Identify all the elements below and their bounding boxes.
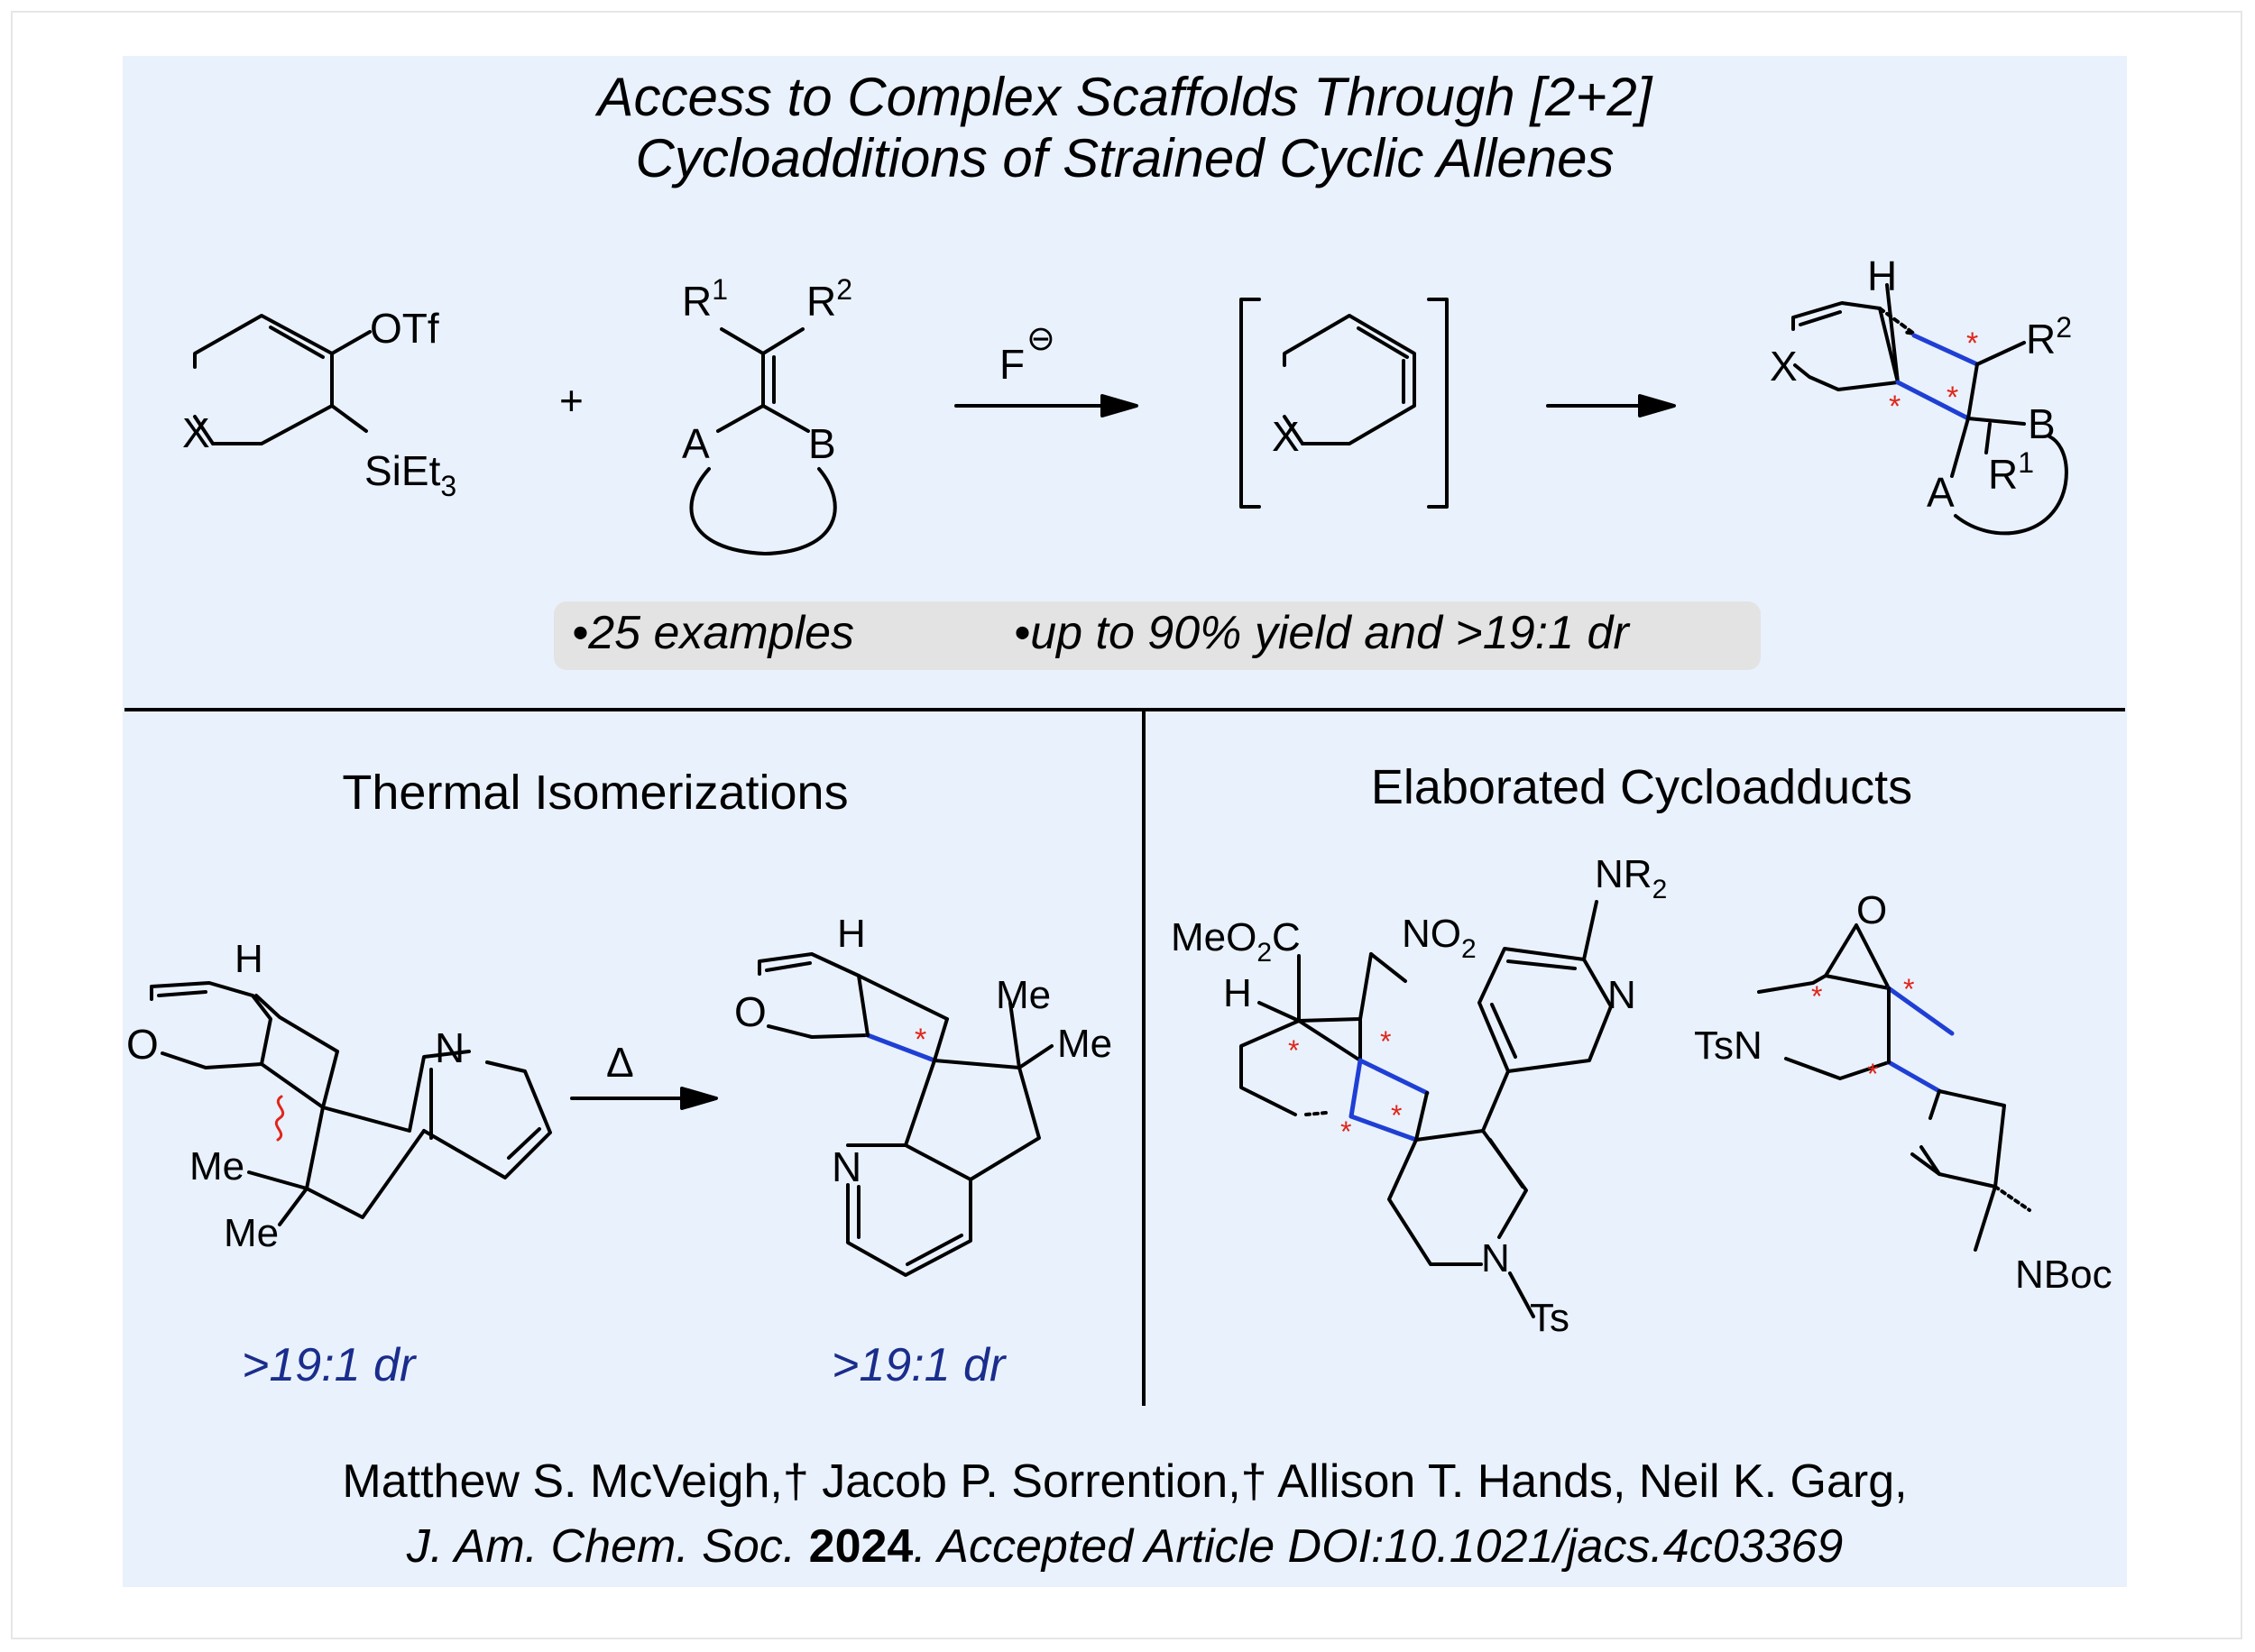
cycloadduct-product: H X R2 B R1 A * * * bbox=[1770, 252, 2072, 536]
thermal-start-molecule: H O N Me Me bbox=[126, 937, 552, 1255]
product-a-label: A bbox=[1927, 469, 1955, 516]
tsn-label: TsN bbox=[1694, 1023, 1763, 1068]
yield-summary: •up to 90% yield and >19:1 dr bbox=[1014, 607, 1629, 659]
stereocenter-marker: * bbox=[1288, 1034, 1299, 1067]
thermal-start-me1: Me bbox=[189, 1144, 244, 1189]
piperidine-n-label: N bbox=[1481, 1236, 1510, 1280]
a-label: A bbox=[682, 420, 710, 467]
fluoride-arrow: F ⊖ bbox=[954, 320, 1138, 418]
r1-label: R1 bbox=[682, 273, 728, 325]
examples-count: •25 examples bbox=[572, 607, 855, 659]
stereocenter-marker: * bbox=[1966, 326, 1978, 361]
nr2-label: NR2 bbox=[1595, 852, 1667, 904]
stereocenter-marker: * bbox=[1867, 1058, 1878, 1090]
stereocenter-marker: * bbox=[1811, 980, 1822, 1013]
thermal-end-me2: Me bbox=[1057, 1022, 1112, 1066]
thermal-end-me1: Me bbox=[996, 973, 1051, 1017]
product-h-label: H bbox=[1867, 252, 1897, 299]
thermal-isomerizations-heading: Thermal Isomerizations bbox=[342, 766, 849, 820]
r2-label: R2 bbox=[806, 273, 852, 325]
nboc-label: NBoc bbox=[2015, 1253, 2112, 1297]
elaborated-molecule-2: O TsN NBoc * * * bbox=[1694, 888, 2112, 1297]
mol1-h-label: H bbox=[1223, 971, 1252, 1015]
stereocenter-marker: * bbox=[1903, 973, 1914, 1005]
stereocenter-marker: * bbox=[1340, 1115, 1351, 1148]
stereocenter-marker: * bbox=[915, 1023, 926, 1057]
elaborated-cycloadducts-heading: Elaborated Cycloadducts bbox=[1370, 760, 1913, 814]
thermal-end-n: N bbox=[832, 1143, 861, 1190]
journal-name: J. Am. Chem. Soc. bbox=[406, 1520, 796, 1573]
meo2c-label: MeO2C bbox=[1171, 915, 1301, 968]
otf-label: OTf bbox=[370, 305, 439, 352]
doi-text: . Accepted Article DOI:10.1021/jacs.4c03… bbox=[913, 1520, 1844, 1573]
allene-x-label: X bbox=[1272, 413, 1300, 460]
alkene-partner: R1 R2 A B bbox=[682, 273, 852, 555]
product-x-label: X bbox=[1770, 343, 1798, 390]
graphical-abstract-panel bbox=[123, 56, 2127, 1587]
thermal-start-n: N bbox=[435, 1024, 465, 1071]
publication-year: 2024 bbox=[808, 1520, 914, 1573]
ts-label: Ts bbox=[1530, 1296, 1569, 1340]
product-arrow bbox=[1546, 394, 1676, 418]
dr-left: >19:1 dr bbox=[242, 1339, 416, 1391]
thermal-start-me2: Me bbox=[224, 1211, 279, 1255]
delta-label: Δ bbox=[606, 1039, 634, 1086]
substrate-x-label: X bbox=[182, 409, 210, 456]
title-line-1: Access to Complex Scaffolds Through [2+2… bbox=[597, 67, 1652, 127]
thermal-end-molecule: H O N Me Me * bbox=[734, 912, 1112, 1277]
product-r1-label: R1 bbox=[1988, 446, 2034, 498]
epoxide-o-label: O bbox=[1856, 888, 1887, 932]
plus-sign: + bbox=[559, 377, 584, 424]
thermal-start-o: O bbox=[126, 1021, 159, 1068]
dr-right: >19:1 dr bbox=[832, 1339, 1006, 1391]
fluoride-charge: ⊖ bbox=[1026, 320, 1055, 358]
thermal-end-o: O bbox=[734, 988, 767, 1035]
thermal-end-h: H bbox=[837, 912, 866, 956]
product-r2-label: R2 bbox=[2026, 311, 2072, 363]
citation-authors: Matthew S. McVeigh,† Jacob P. Sorrention… bbox=[342, 1455, 1908, 1508]
stereocenter-marker: * bbox=[1391, 1099, 1402, 1132]
no2-label: NO2 bbox=[1402, 912, 1477, 964]
vertical-divider bbox=[1142, 711, 1146, 1406]
title-line-2: Cycloadditions of Strained Cyclic Allene… bbox=[635, 128, 1615, 188]
cyclic-allene-intermediate: X bbox=[1239, 298, 1449, 509]
elaborated-molecule-1: MeO2C H NO2 NR2 N N Ts * * * * bbox=[1171, 852, 1667, 1340]
b-label: B bbox=[808, 420, 836, 467]
stereocenter-marker: * bbox=[1380, 1025, 1391, 1058]
product-b-label: B bbox=[2028, 400, 2056, 447]
stereocenter-marker: * bbox=[1889, 390, 1901, 424]
citation-reference: J. Am. Chem. Soc. 2024. Accepted Article… bbox=[123, 1515, 2127, 1578]
thermal-start-h: H bbox=[235, 937, 263, 981]
pyridine-n-label: N bbox=[1607, 973, 1636, 1017]
highlights-pill bbox=[554, 601, 1761, 670]
fluoride-label: F bbox=[999, 341, 1025, 388]
stereocenter-marker: * bbox=[1947, 381, 1958, 415]
delta-arrow: Δ bbox=[570, 1039, 718, 1110]
horizontal-divider bbox=[124, 708, 2125, 711]
substrate-molecule: X OTf SiEt3 bbox=[182, 305, 456, 502]
sieth3-label: SiEt3 bbox=[364, 447, 456, 502]
